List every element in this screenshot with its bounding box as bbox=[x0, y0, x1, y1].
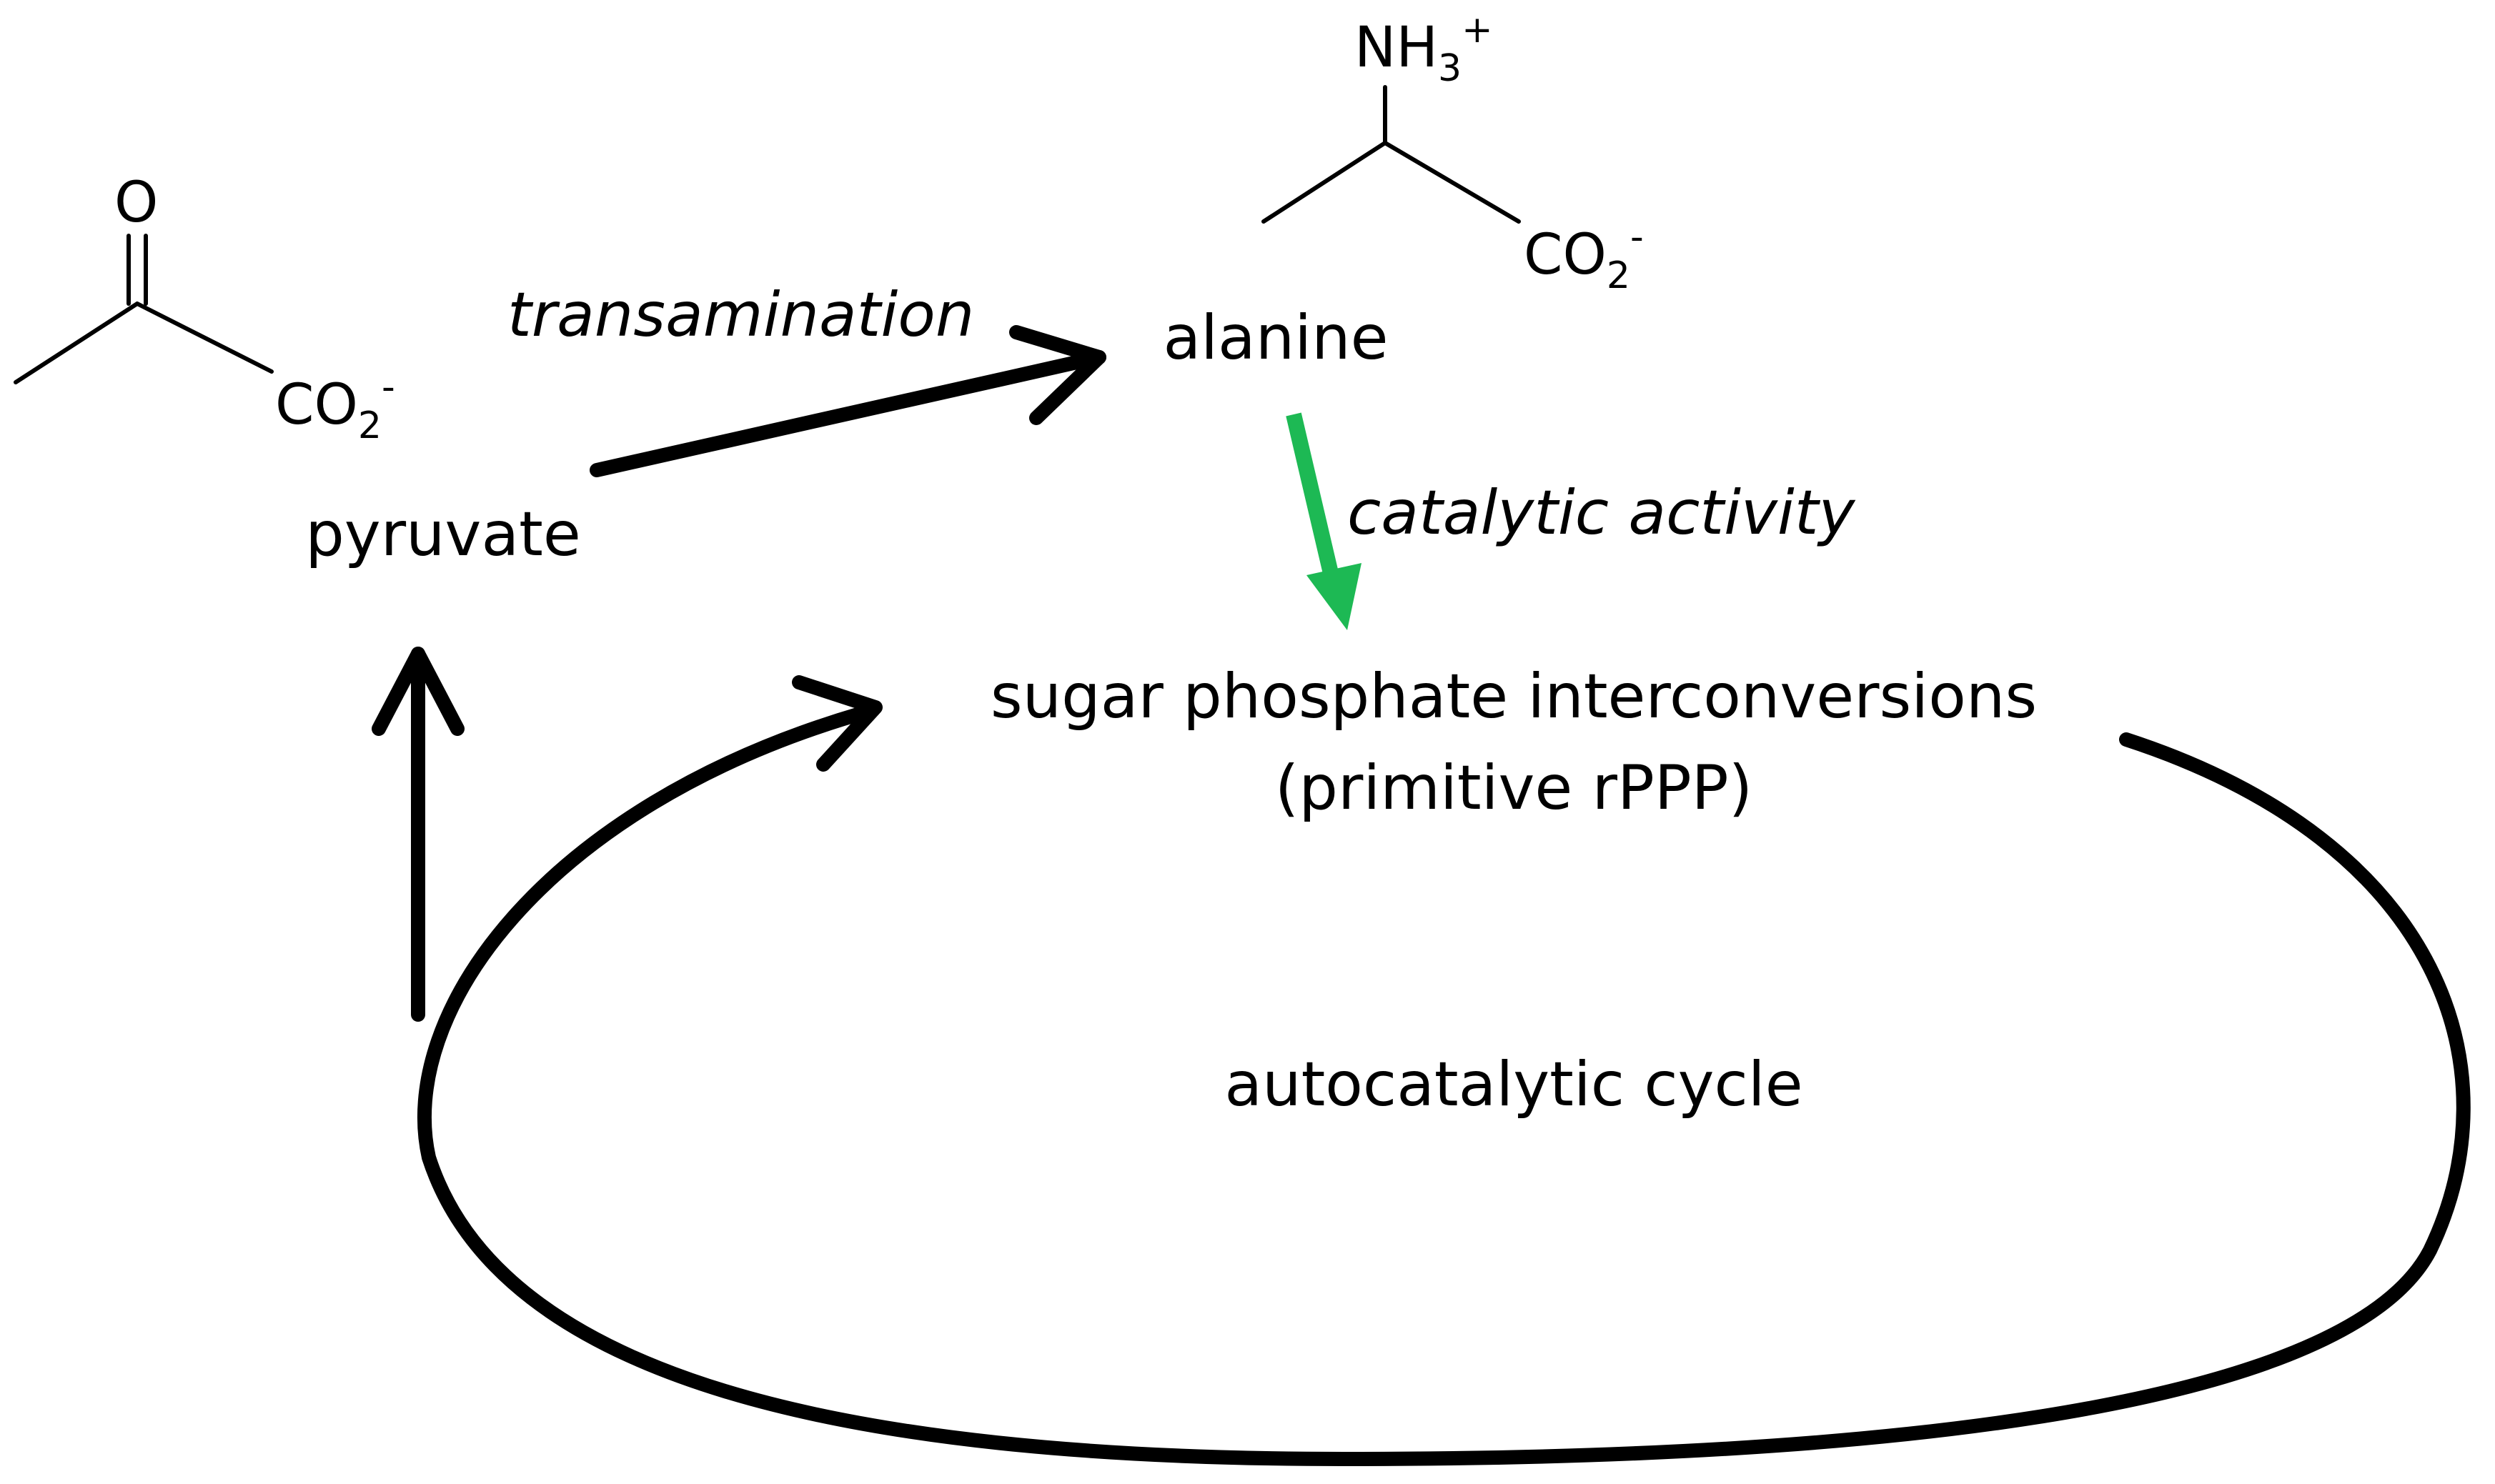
transamination-arrow-shaft bbox=[590, 350, 1106, 477]
pyruvate-carboxylate-subscript: 2 bbox=[357, 404, 382, 447]
alanine-carboxyl-bond bbox=[1383, 141, 1521, 224]
transamination-arrow bbox=[590, 325, 1106, 477]
alanine-name-label: alanine bbox=[1163, 302, 1389, 374]
alanine-carboxylate-subscript: 2 bbox=[1606, 254, 1630, 297]
catalytic-arrow-head bbox=[1306, 563, 1361, 630]
alanine-carboxylate-charge: - bbox=[1630, 216, 1644, 259]
pyruvate-carboxylate-charge: - bbox=[381, 366, 395, 409]
catalytic-arrow-shaft bbox=[1286, 412, 1341, 584]
pyruvate-carboxyl-bond bbox=[135, 302, 274, 374]
primitive-rppp-label: (primitive rPPP) bbox=[1274, 752, 1753, 824]
alanine-amino-charge: + bbox=[1462, 9, 1493, 51]
catalytic-activity-label: catalytic activity bbox=[1347, 477, 1855, 549]
sugar-phosphate-interconversions-label: sugar phosphate interconversions bbox=[990, 661, 2038, 732]
alanine-amino-base: NH bbox=[1354, 16, 1438, 80]
pyruvate-carboxylate-label: CO2- bbox=[275, 369, 395, 444]
alanine-structure bbox=[1261, 85, 1521, 224]
pyruvate-structure bbox=[14, 234, 274, 384]
cycle-to-pyruvate-arrow-head bbox=[372, 647, 465, 736]
pyruvate-oxygen-label: O bbox=[114, 171, 159, 235]
alanine-carboxylate-base: CO bbox=[1524, 223, 1607, 287]
pyruvate-methyl-bond bbox=[14, 302, 139, 384]
cycle-loop bbox=[372, 647, 2471, 1466]
transamination-arrow-head bbox=[1009, 325, 1106, 425]
pyruvate-carboxylate-base: CO bbox=[275, 373, 358, 437]
alanine-amino-subscript: 3 bbox=[1438, 47, 1462, 90]
catalytic-activity-arrow bbox=[1286, 412, 1361, 630]
alanine-carboxylate-label: CO2- bbox=[1524, 219, 1644, 294]
alanine-amino-label: NH3+ bbox=[1354, 11, 1493, 87]
autocatalytic-cycle-label: autocatalytic cycle bbox=[1224, 1049, 1803, 1120]
cycle-loop-arrow-head bbox=[792, 675, 883, 772]
alanine-methyl-bond bbox=[1261, 141, 1387, 224]
cycle-loop-path bbox=[417, 707, 2471, 1466]
pyruvate-name-label: pyruvate bbox=[305, 499, 581, 570]
transamination-label: transamination bbox=[507, 279, 975, 351]
